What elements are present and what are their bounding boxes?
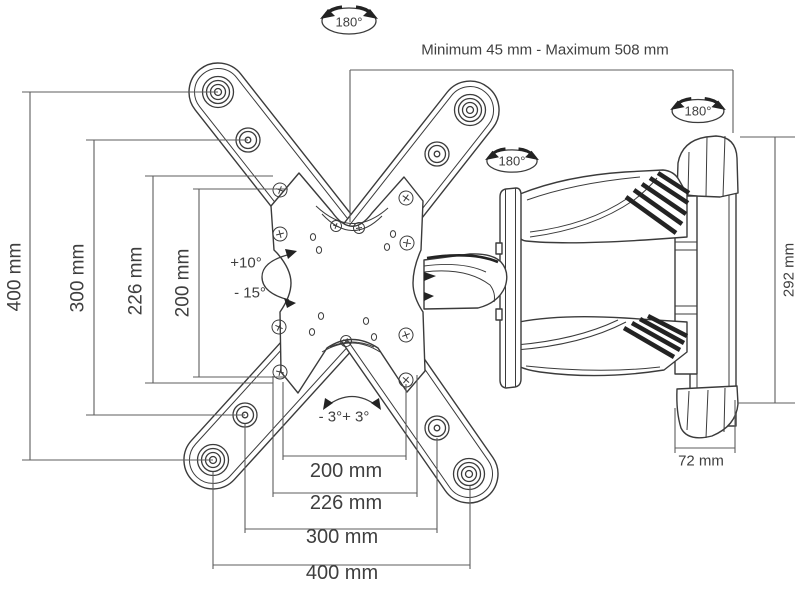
height-dim-label-300: 300 mm — [67, 243, 89, 313]
dimension-lines — [22, 69, 795, 569]
rotation-180-indicator-mid — [485, 147, 539, 173]
front-view-rear-arm-nose — [423, 253, 508, 310]
extension-range-label: Minimum 45 mm - Maximum 508 mm — [421, 41, 669, 59]
rotation-180-indicator-right — [670, 96, 726, 124]
height-dim-label-226: 226 mm — [125, 246, 147, 316]
tv-plate-strip — [495, 187, 522, 389]
tilt-up-label: +10° — [230, 254, 262, 272]
dim-line-width-300 — [244, 424, 438, 533]
upper-arm — [516, 169, 691, 244]
dim-line-height-400 — [22, 91, 218, 461]
width-dim-label-200: 200 mm — [309, 460, 383, 482]
dim-line-extension-range — [349, 69, 734, 222]
width-dim-label-400: 400 mm — [305, 562, 379, 584]
dim-line-width-226 — [272, 375, 418, 497]
dim-line-height-292 — [737, 136, 795, 404]
dim-line-height-300 — [86, 139, 248, 416]
width-dim-label-226: 226 mm — [309, 492, 383, 514]
dim-line-height-226 — [145, 175, 273, 384]
width-dim-label-300: 300 mm — [305, 526, 379, 548]
side-view-drawing — [495, 135, 739, 439]
side-height-dim-label: 292 mm — [780, 242, 798, 298]
height-dim-label-200: 200 mm — [172, 248, 194, 318]
front-view-vesa-plate — [270, 172, 426, 394]
rotation-180-indicator-top — [320, 5, 378, 35]
adapter-holes — [308, 230, 397, 341]
vesa-screws — [271, 182, 415, 388]
rotation-label-mid: 180° — [498, 153, 526, 169]
lower-arm — [506, 313, 689, 377]
swivel-arrow — [323, 395, 381, 410]
rotation-label-right: 180° — [684, 103, 712, 119]
rotation-label-top: 180° — [335, 14, 363, 30]
swivel-label: - 3°+ 3° — [318, 408, 370, 426]
tilt-down-label: - 15° — [234, 284, 266, 302]
dim-line-depth-72 — [674, 400, 736, 453]
side-depth-dim-label: 72 mm — [678, 452, 724, 470]
dim-line-width-200 — [282, 382, 407, 460]
wall-plate-top-cap — [676, 135, 739, 198]
tilt-arrow — [261, 249, 297, 308]
dim-line-height-200 — [193, 188, 288, 378]
height-dim-label-400: 400 mm — [4, 242, 26, 312]
dim-line-width-400 — [212, 472, 471, 569]
motion-indicators — [261, 5, 726, 410]
